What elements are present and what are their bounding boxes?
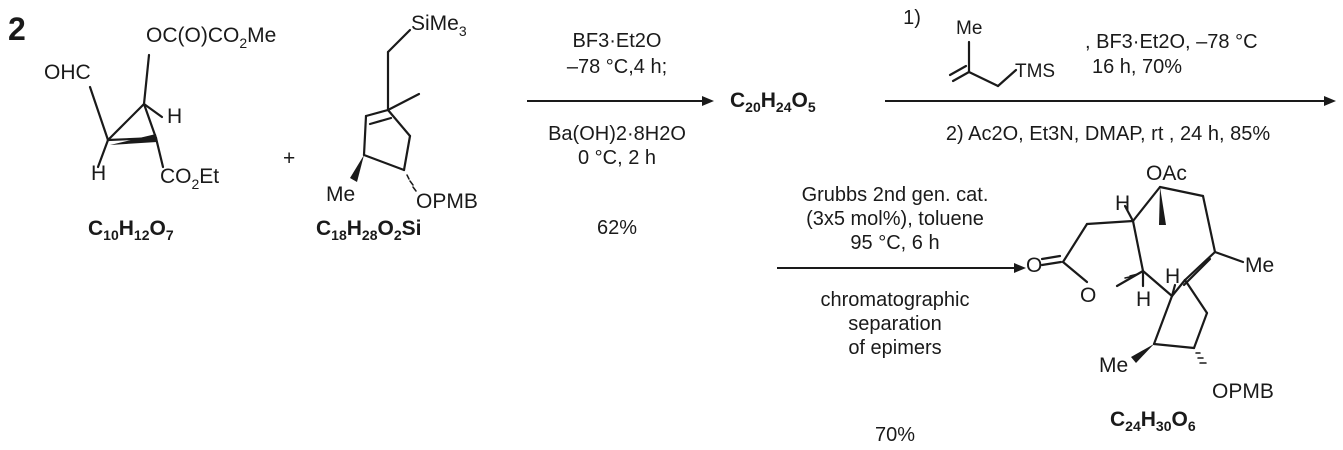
step-1-arrow bbox=[527, 96, 714, 106]
product-ring-o-label: O bbox=[1080, 284, 1096, 307]
step-2-time-1: 16 h, 70% bbox=[1092, 56, 1182, 78]
step-3-condition-below-2: separation bbox=[848, 313, 941, 335]
product-formula: C24H30O6 bbox=[1110, 408, 1196, 434]
compound-1-oxalate-label: OC(O)CO2Me bbox=[146, 24, 276, 51]
step-1-condition-above-1: BF3·Et2O bbox=[573, 30, 662, 52]
step-2-reagent-2: 2) Ac2O, Et3N, DMAP, rt , 24 h, 85% bbox=[946, 123, 1270, 145]
product-carbonyl-o-label: O bbox=[1026, 254, 1042, 277]
compound-1-structure bbox=[88, 53, 165, 169]
compound-2-formula: C18H28O2Si bbox=[316, 217, 421, 243]
compound-1-aldehyde-label: OHC bbox=[44, 61, 91, 84]
intermediate-formula: C20H24O5 bbox=[730, 89, 816, 115]
step-3-arrow bbox=[777, 263, 1026, 273]
step-1-yield: 62% bbox=[597, 217, 637, 239]
step-3-condition-above-1: Grubbs 2nd gen. cat. bbox=[802, 184, 989, 206]
methallyl-me-label: Me bbox=[956, 18, 982, 39]
product-h2-label: H bbox=[1165, 265, 1180, 288]
step-3-condition-above-2: (3x5 mol%), toluene bbox=[806, 208, 984, 230]
scheme-number: 2 bbox=[8, 11, 26, 47]
compound-2-silyl-label: SiMe3 bbox=[411, 12, 467, 39]
compound-1-formula: C10H12O7 bbox=[88, 217, 174, 243]
compound-2-structure bbox=[350, 28, 421, 192]
step-3-condition-below-1: chromatographic bbox=[821, 289, 970, 311]
compound-1-ester-label: CO2Et bbox=[160, 165, 219, 192]
step-2-reagent-1: , BF3·Et2O, –78 °C bbox=[1085, 31, 1258, 53]
product-me-bottom-label: Me bbox=[1099, 354, 1128, 377]
compound-1-h-left-label: H bbox=[91, 162, 106, 185]
methallyl-tms-label: TMS bbox=[1015, 61, 1055, 82]
step-3-condition-below-3: of epimers bbox=[848, 337, 941, 359]
compound-1-h-top-label: H bbox=[167, 105, 182, 128]
product-h1-label: H bbox=[1115, 192, 1130, 215]
product-acetate-label: OAc bbox=[1146, 162, 1187, 185]
step-1-condition-above-2: –78 °C,4 h; bbox=[567, 56, 667, 78]
compound-2-ether-label: OPMB bbox=[416, 190, 478, 213]
compound-2-methyl-label: Me bbox=[326, 183, 355, 206]
step-3-yield: 70% bbox=[875, 424, 915, 446]
product-me-ring-label: Me bbox=[1245, 254, 1274, 277]
methallyl-tms-structure bbox=[948, 40, 1018, 88]
product-structure bbox=[1040, 185, 1245, 364]
product-ether-label: OPMB bbox=[1212, 380, 1274, 403]
step-1-condition-below-2: 0 °C, 2 h bbox=[578, 147, 656, 169]
step-2-label-1: 1) bbox=[903, 7, 921, 29]
step-2-arrow bbox=[885, 96, 1336, 106]
product-h3-label: H bbox=[1136, 288, 1151, 311]
plus-sign: + bbox=[283, 147, 295, 170]
step-3-condition-above-3: 95 °C, 6 h bbox=[850, 232, 939, 254]
step-1-condition-below-1: Ba(OH)2·8H2O bbox=[548, 123, 686, 145]
